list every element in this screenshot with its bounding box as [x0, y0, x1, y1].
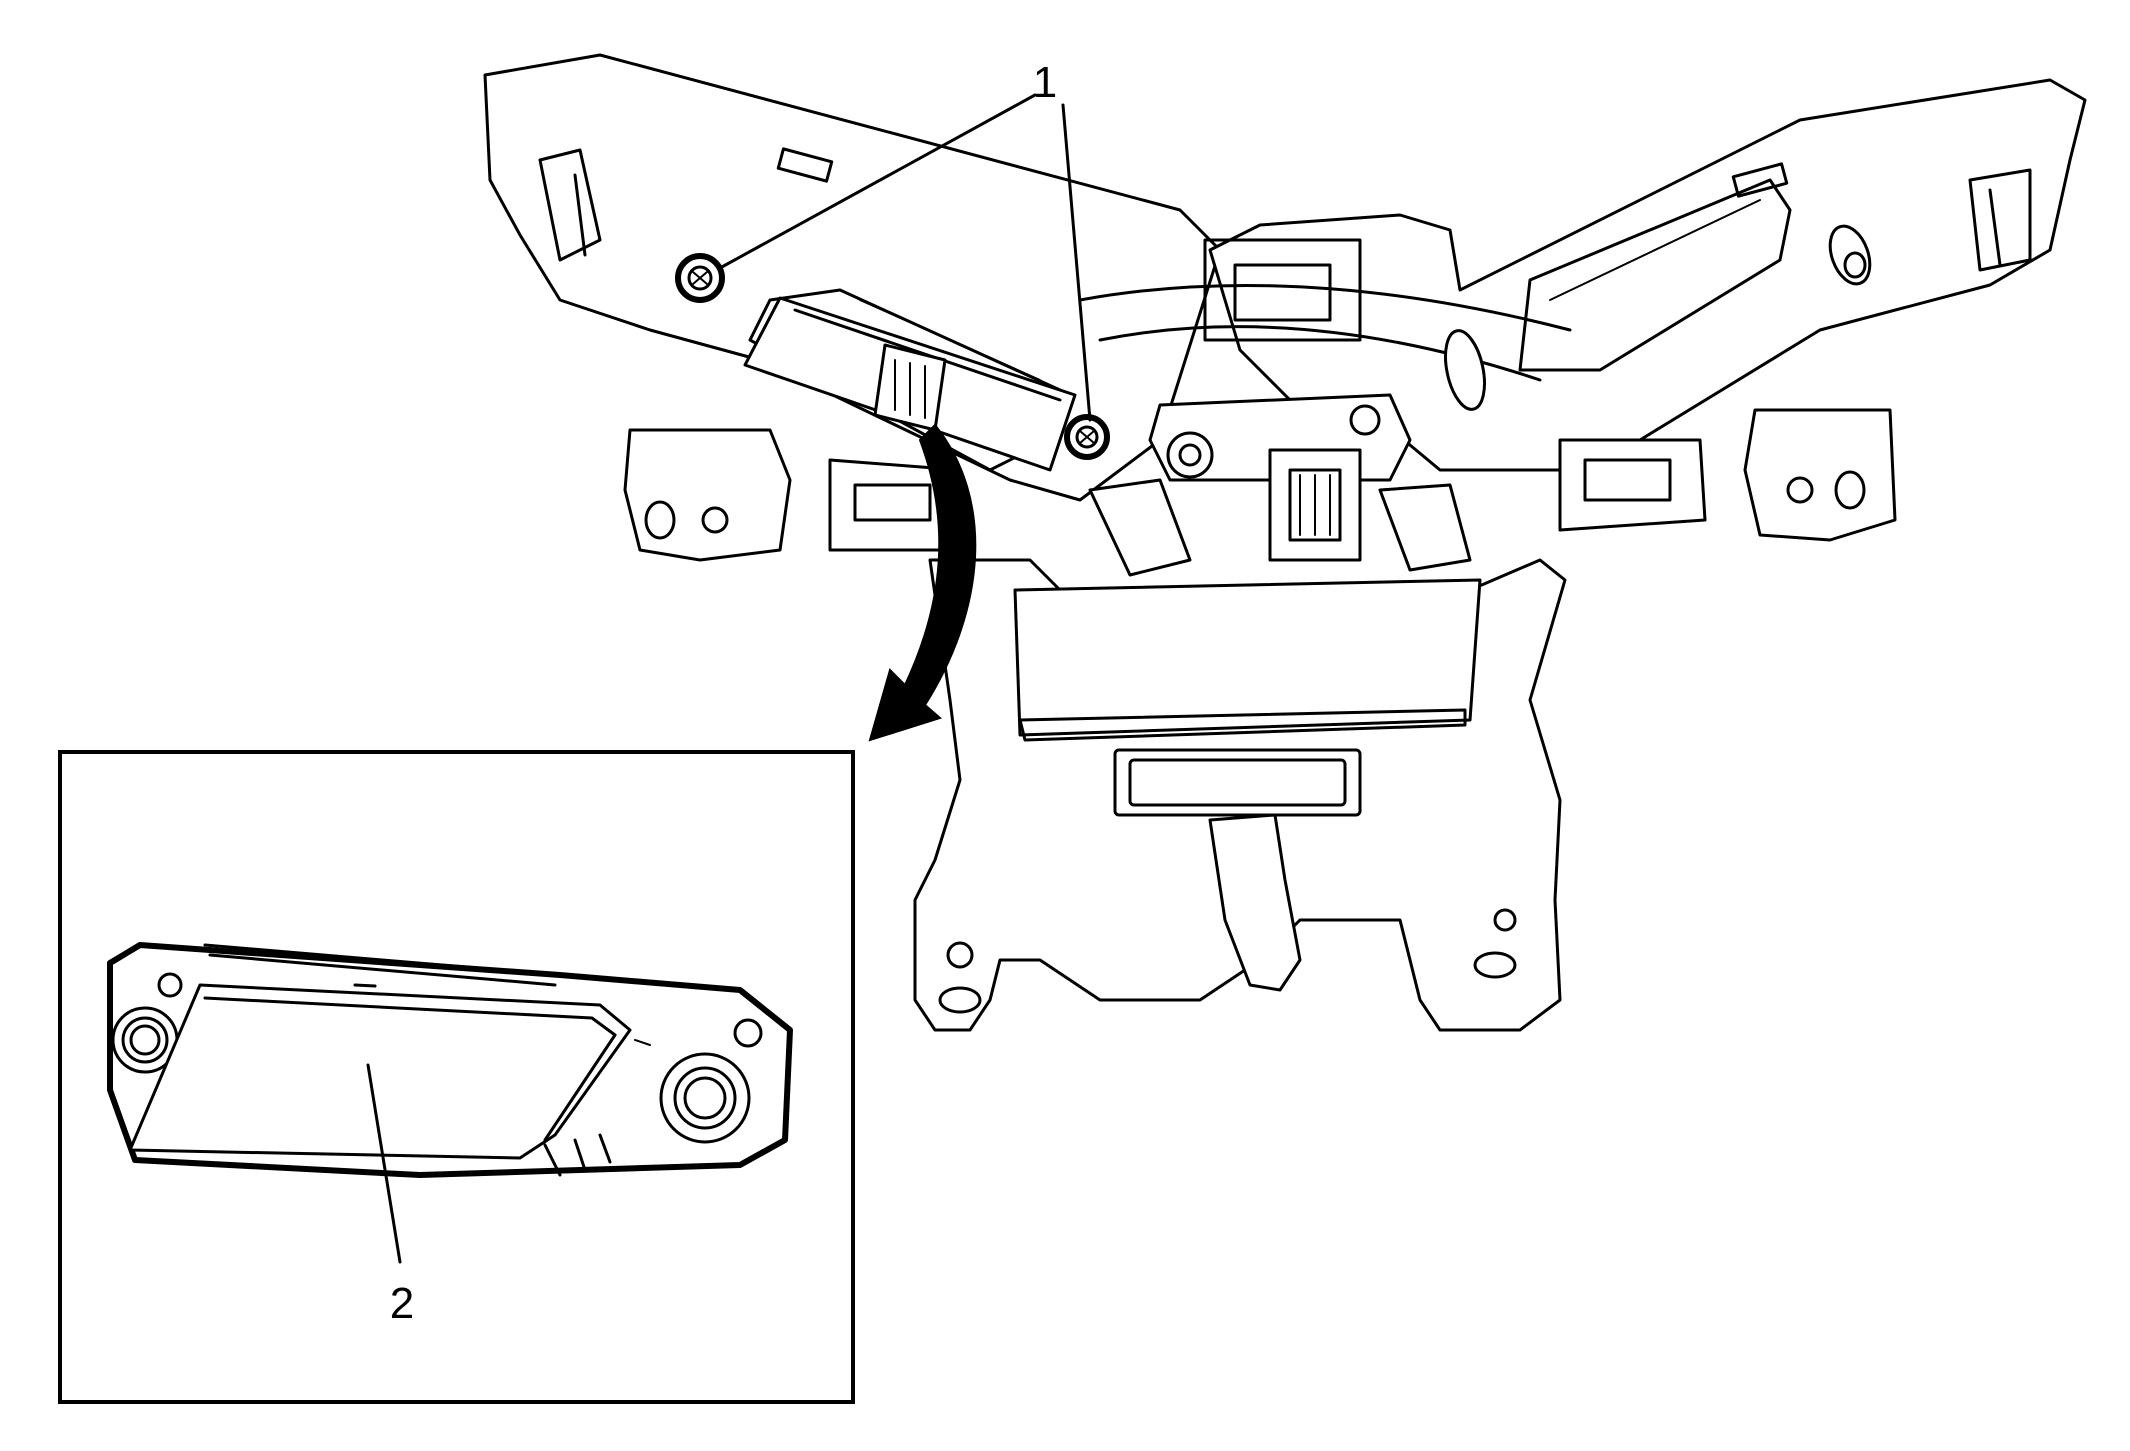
- module-installed: [743, 296, 1077, 472]
- fastener-right: [1064, 414, 1110, 460]
- removal-arrow: [868, 423, 977, 742]
- callout-label-2: 2: [390, 1279, 414, 1328]
- fastener-left: [675, 253, 725, 303]
- module-detail: [107, 942, 793, 1178]
- bracket-assembly: [483, 53, 2087, 1032]
- detail-inset-frame: [58, 750, 855, 1404]
- callout-leaders: [366, 93, 1092, 1264]
- callout-label-1: 1: [1033, 58, 1057, 107]
- bracket-fasteners: [675, 253, 1110, 460]
